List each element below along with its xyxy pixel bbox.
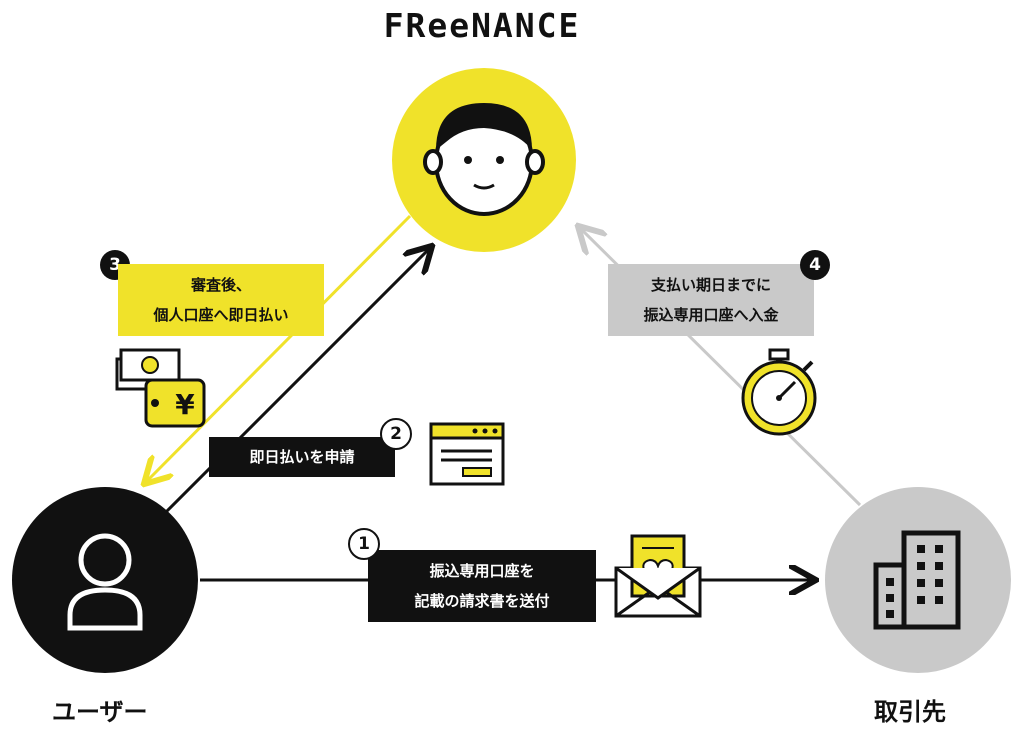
application-window-icon bbox=[429, 422, 505, 486]
step-number-4: 4 bbox=[800, 250, 830, 280]
brand-logo: FReeNANCE bbox=[383, 6, 581, 45]
step1-label: 振込専用口座を 記載の請求書を送付 bbox=[368, 550, 596, 622]
step3-line2: 個人口座へ即日払い bbox=[153, 306, 289, 324]
money-wallet-icon: ¥ bbox=[115, 348, 206, 428]
person-icon bbox=[67, 533, 143, 631]
step1-line1: 振込専用口座を bbox=[429, 562, 535, 580]
step-number-1: 1 bbox=[348, 528, 380, 560]
step4-line1: 支払い期日までに bbox=[650, 276, 771, 294]
step1-line2: 記載の請求書を送付 bbox=[414, 592, 550, 610]
client-node bbox=[825, 487, 1011, 673]
step3-line1: 審査後、 bbox=[190, 276, 251, 294]
arrow-step3 bbox=[146, 214, 412, 482]
freenance-node bbox=[392, 68, 576, 252]
building-icon bbox=[873, 530, 961, 630]
client-label: 取引先 bbox=[874, 698, 946, 726]
smiling-face-icon bbox=[423, 103, 545, 216]
yen-icon: ¥ bbox=[175, 388, 195, 421]
user-node bbox=[12, 487, 198, 673]
step3-label: 審査後、 個人口座へ即日払い bbox=[118, 264, 324, 336]
step2-label: 即日払いを申請 bbox=[209, 437, 395, 477]
step4-line2: 振込専用口座へ入金 bbox=[643, 306, 779, 324]
step-number-2: 2 bbox=[380, 418, 412, 450]
stopwatch-icon bbox=[741, 348, 817, 436]
user-label: ユーザー bbox=[52, 698, 148, 726]
step4-label: 支払い期日までに 振込専用口座へ入金 bbox=[608, 264, 814, 336]
envelope-heart-icon bbox=[614, 534, 702, 618]
